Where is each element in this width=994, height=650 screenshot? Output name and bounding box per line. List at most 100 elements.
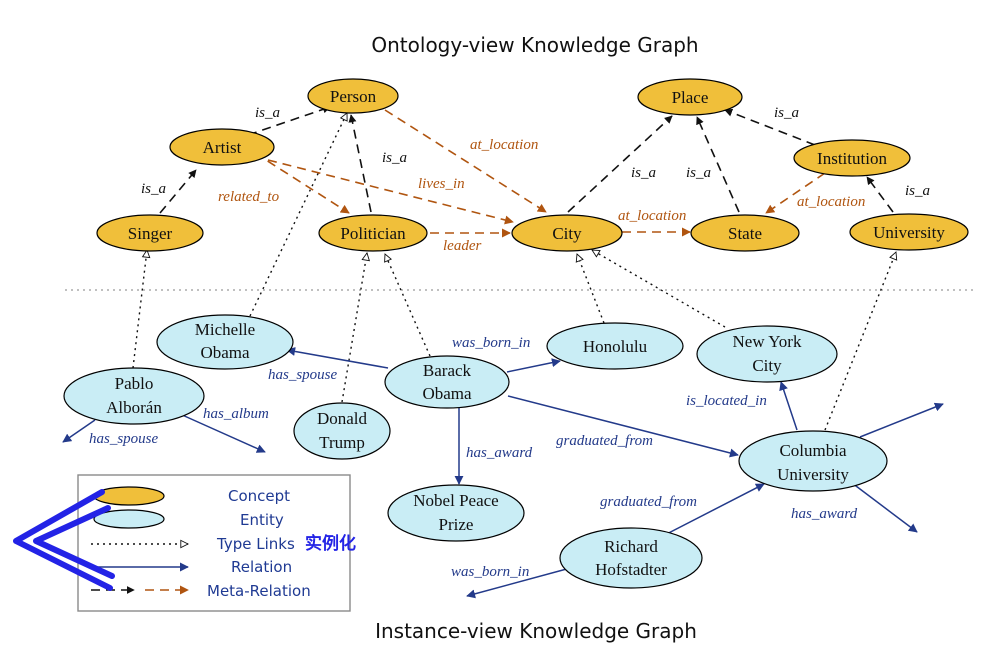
entity-nobel-peace-prize: Nobel Peace Prize xyxy=(387,484,525,542)
label-graduated-from-barack: graduated_from xyxy=(556,433,653,449)
entity-new-york-city-line1: New York xyxy=(733,332,802,351)
label-is-a-artist-person: is_a xyxy=(255,105,280,121)
concept-person-label: Person xyxy=(330,87,377,106)
legend-entity-swatch xyxy=(93,509,165,529)
entity-new-york-city: New York City xyxy=(696,325,838,383)
label-graduated-from-richard: graduated_from xyxy=(600,494,697,510)
label-has-spouse-pablo: has_spouse xyxy=(89,431,159,447)
label-has-spouse-barack: has_spouse xyxy=(268,367,338,383)
concept-politician: Politician xyxy=(318,214,428,252)
edge-university-institution xyxy=(866,176,894,213)
legend-concept-label: Concept xyxy=(228,487,290,505)
label-has-album: has_album xyxy=(203,406,269,422)
entity-donald-trump-line1: Donald xyxy=(317,409,368,428)
entity-barack-obama-line1: Barack xyxy=(423,361,472,380)
concept-city-label: City xyxy=(552,224,582,243)
entity-new-york-city-line2: City xyxy=(752,356,782,375)
type-link-edges xyxy=(132,113,896,431)
edge-institution-state-at-location xyxy=(765,172,826,214)
annotation-text: 实例化 xyxy=(305,533,356,554)
entity-michelle-obama-line1: Michelle xyxy=(195,320,255,339)
entity-pablo-alboran-line2: Alborán xyxy=(106,398,162,417)
entity-nobel-peace-prize-line1: Nobel Peace xyxy=(413,491,498,510)
rel-barack-michelle xyxy=(286,346,389,369)
concept-place-label: Place xyxy=(672,88,709,107)
entity-columbia-university-line1: Columbia xyxy=(779,441,847,460)
rel-richard-born xyxy=(466,566,575,599)
legend-type-links-label: Type Links xyxy=(216,535,295,553)
edge-politician-person xyxy=(348,114,372,213)
relation-edges xyxy=(62,346,944,599)
entity-michelle-obama: Michelle Obama xyxy=(156,314,294,370)
rel-barack-columbia xyxy=(507,395,739,458)
label-is-a-state-place: is_a xyxy=(686,165,711,181)
entity-richard-hofstadter-line1: Richard xyxy=(604,537,658,556)
rel-columbia-award xyxy=(851,482,918,533)
legend: Concept Entity Type Links Relation Meta-… xyxy=(77,474,351,612)
legend-entity-label: Entity xyxy=(240,511,284,529)
concept-institution: Institution xyxy=(793,139,911,177)
rel-richard-columbia xyxy=(654,483,765,541)
type-columbia-university xyxy=(824,252,896,431)
is-a-edges xyxy=(159,105,894,214)
type-nyc-city xyxy=(592,249,726,328)
label-is-a-institution-place: is_a xyxy=(774,105,799,121)
concept-city: City xyxy=(511,214,623,252)
rel-pablo-spouse xyxy=(62,419,96,443)
entity-columbia-university: Columbia University xyxy=(738,430,888,492)
label-was-born-in-barack: was_born_in xyxy=(452,335,530,351)
label-has-award-columbia: has_award xyxy=(791,506,858,522)
label-lives-in: lives_in xyxy=(418,176,465,192)
entity-pablo-alboran-line1: Pablo xyxy=(115,374,154,393)
concept-artist: Artist xyxy=(169,128,275,166)
type-pablo-singer xyxy=(132,250,147,369)
entity-barack-obama: Barack Obama xyxy=(384,355,510,409)
rel-barack-honolulu xyxy=(506,358,561,373)
concept-institution-label: Institution xyxy=(817,149,887,168)
concept-place: Place xyxy=(637,78,743,116)
entity-honolulu-label: Honolulu xyxy=(583,337,648,356)
entity-barack-obama-line2: Obama xyxy=(422,384,472,403)
concept-university: University xyxy=(849,213,969,251)
concept-state: State xyxy=(690,214,800,252)
legend-meta-relation-label: Meta-Relation xyxy=(207,582,311,600)
legend-relation-label: Relation xyxy=(231,558,292,576)
entity-donald-trump: Donald Trump xyxy=(293,402,391,460)
label-is-located-in: is_located_in xyxy=(686,393,767,409)
concept-politician-label: Politician xyxy=(340,224,406,243)
entity-nobel-peace-prize-line2: Prize xyxy=(439,515,474,534)
entity-michelle-obama-line2: Obama xyxy=(200,343,250,362)
label-is-a-university-institution: is_a xyxy=(905,183,930,199)
annotation-bracket xyxy=(13,489,115,591)
label-is-a-city-place: is_a xyxy=(631,165,656,181)
concept-university-label: University xyxy=(873,223,945,242)
entity-donald-trump-line2: Trump xyxy=(319,433,365,452)
edge-person-city-at-location xyxy=(384,109,547,213)
concept-singer: Singer xyxy=(96,214,204,252)
legend-concept-swatch xyxy=(93,486,165,506)
label-has-award-barack: has_award xyxy=(466,445,533,461)
entity-richard-hofstadter-line2: Hofstadter xyxy=(595,560,667,579)
edge-artist-city-lives-in xyxy=(267,159,514,225)
concept-singer-label: Singer xyxy=(128,224,173,243)
label-at-location-city-state: at_location xyxy=(618,208,686,224)
meta-relation-edges xyxy=(254,109,826,238)
entity-richard-hofstadter: Richard Hofstadter xyxy=(559,527,703,589)
edge-city-place xyxy=(567,115,673,213)
edge-singer-artist xyxy=(159,169,197,214)
type-michelle-person xyxy=(249,113,348,317)
type-trump-politician xyxy=(341,253,367,403)
edge-state-place xyxy=(696,116,740,213)
type-honolulu-city xyxy=(577,254,605,324)
label-is-a-singer-artist: is_a xyxy=(141,181,166,197)
rel-columbia-nyc xyxy=(779,381,798,431)
rel-pablo-album xyxy=(179,413,266,453)
edge-artist-politician-related-to xyxy=(254,152,350,214)
concept-state-label: State xyxy=(728,224,762,243)
entity-pablo-alboran: Pablo Alborán xyxy=(63,367,205,425)
label-at-location-person-city: at_location xyxy=(470,137,538,153)
concept-artist-label: Artist xyxy=(203,138,242,157)
concept-person: Person xyxy=(307,78,399,114)
entity-honolulu: Honolulu xyxy=(546,322,684,370)
